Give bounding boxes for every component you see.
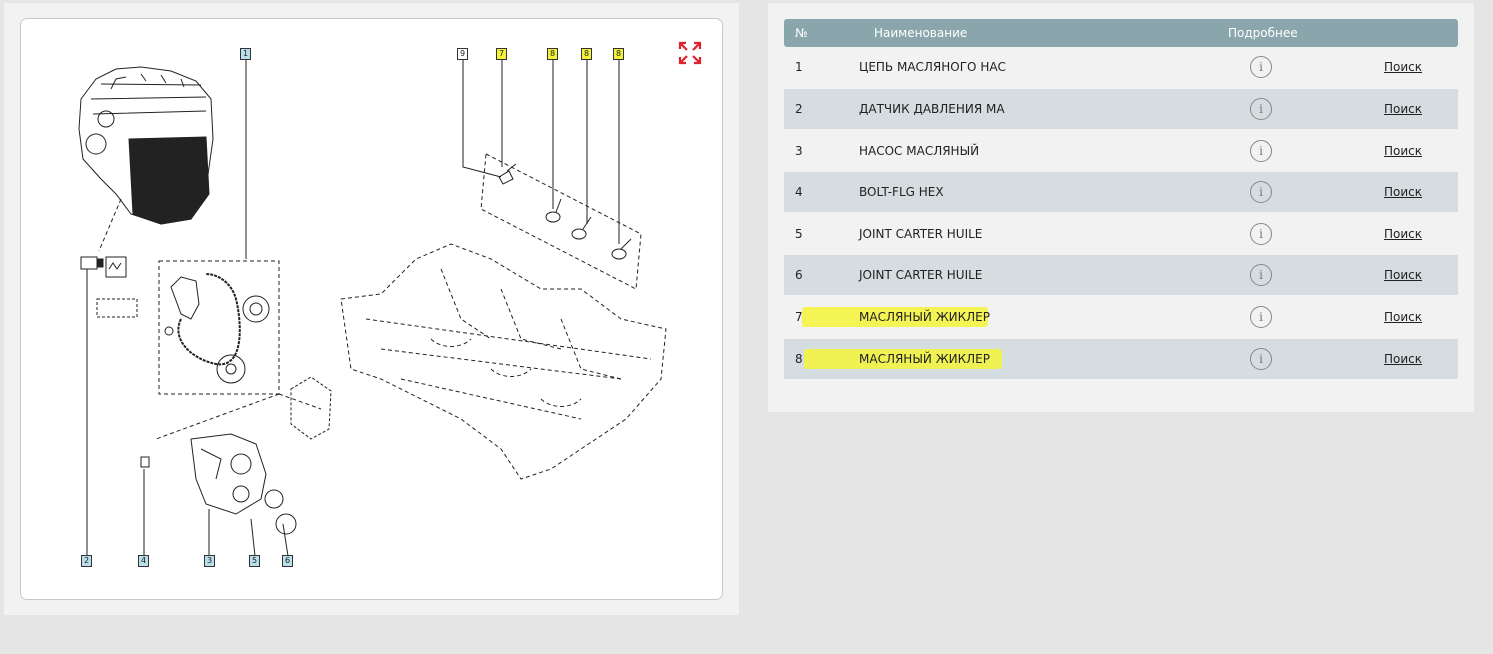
table-row: 6 JOINT CARTER HUILE i Поиск [784,255,1458,295]
parts-diagram: 1 2 3 4 5 6 7 8 8 8 9 [20,18,723,600]
search-link[interactable]: Поиск [1384,227,1423,241]
info-icon[interactable]: i [1250,181,1272,203]
row-num: 3 [795,144,803,158]
row-num: 7 [795,310,803,324]
search-link[interactable]: Поиск [1384,268,1423,282]
callout-8c[interactable]: 8 [613,48,624,60]
row-name: JOINT CARTER HUILE [859,268,983,282]
row-num: 4 [795,185,803,199]
oil-pump-chain-illustration [164,273,270,384]
table-row: 8 МАСЛЯНЫЙ ЖИКЛЕР i Поиск [784,339,1458,379]
callout-6[interactable]: 6 [282,555,293,567]
table-header: № Наименование Подробнее [784,19,1458,47]
search-link[interactable]: Поиск [1384,310,1423,324]
callout-8b[interactable]: 8 [581,48,592,60]
search-link[interactable]: Поиск [1384,352,1423,366]
parts-table-panel: № Наименование Подробнее 1 ЦЕПЬ МАСЛЯНОГ… [768,3,1474,412]
table-row: 4 BOLT-FLG HEX i Поиск [784,172,1458,212]
oil-pump-illustration [140,433,297,535]
table-row: 3 НАСОС МАСЛЯНЫЙ i Поиск [784,131,1458,171]
search-link[interactable]: Поиск [1384,60,1423,74]
info-icon[interactable]: i [1250,98,1272,120]
pressure-sensor-illustration [80,256,138,318]
header-num: № [795,26,808,40]
search-link[interactable]: Поиск [1384,102,1423,116]
diagram-panel: 1 2 3 4 5 6 7 8 8 8 9 [4,3,739,615]
row-highlight [802,307,988,327]
callout-5[interactable]: 5 [249,555,260,567]
row-name: ЦЕПЬ МАСЛЯНОГО НАС [859,60,1006,74]
callout-1[interactable]: 1 [240,48,251,60]
info-icon[interactable]: i [1250,306,1272,328]
row-name: ДАТЧИК ДАВЛЕНИЯ МА [859,102,1005,116]
row-num: 5 [795,227,803,241]
row-num: 8 [795,352,803,366]
exploded-view-drawing [78,57,667,557]
engine-block-illustration [340,243,667,480]
row-name: МАСЛЯНЫЙ ЖИКЛЕР [859,352,990,366]
row-name: BOLT-FLG HEX [859,185,944,199]
row-name: НАСОС МАСЛЯНЫЙ [859,144,980,158]
info-icon[interactable]: i [1250,140,1272,162]
header-name: Наименование [874,26,968,40]
info-icon[interactable]: i [1250,56,1272,78]
search-link[interactable]: Поиск [1384,144,1423,158]
table-row: 1 ЦЕПЬ МАСЛЯНОГО НАС i Поиск [784,47,1458,87]
row-num: 1 [795,60,803,74]
callout-4[interactable]: 4 [138,555,149,567]
table-row: 7 МАСЛЯНЫЙ ЖИКЛЕР i Поиск [784,297,1458,337]
engine-illustration [78,66,214,225]
callout-9[interactable]: 9 [457,48,468,60]
search-link[interactable]: Поиск [1384,185,1423,199]
callout-3[interactable]: 3 [204,555,215,567]
row-num: 6 [795,268,803,282]
info-icon[interactable]: i [1250,264,1272,286]
row-num: 2 [795,102,803,116]
table-row: 2 ДАТЧИК ДАВЛЕНИЯ МА i Поиск [784,89,1458,129]
row-highlight [804,349,1002,369]
info-icon[interactable]: i [1250,223,1272,245]
oil-jet-illustration [498,163,632,260]
callout-8a[interactable]: 8 [547,48,558,60]
info-icon[interactable]: i [1250,348,1272,370]
table-row: 5 JOINT CARTER HUILE i Поиск [784,214,1458,254]
header-details: Подробнее [1228,26,1298,40]
row-name: МАСЛЯНЫЙ ЖИКЛЕР [859,310,990,324]
callout-7[interactable]: 7 [496,48,507,60]
expand-icon[interactable] [678,41,702,65]
row-name: JOINT CARTER HUILE [859,227,983,241]
callout-2[interactable]: 2 [81,555,92,567]
